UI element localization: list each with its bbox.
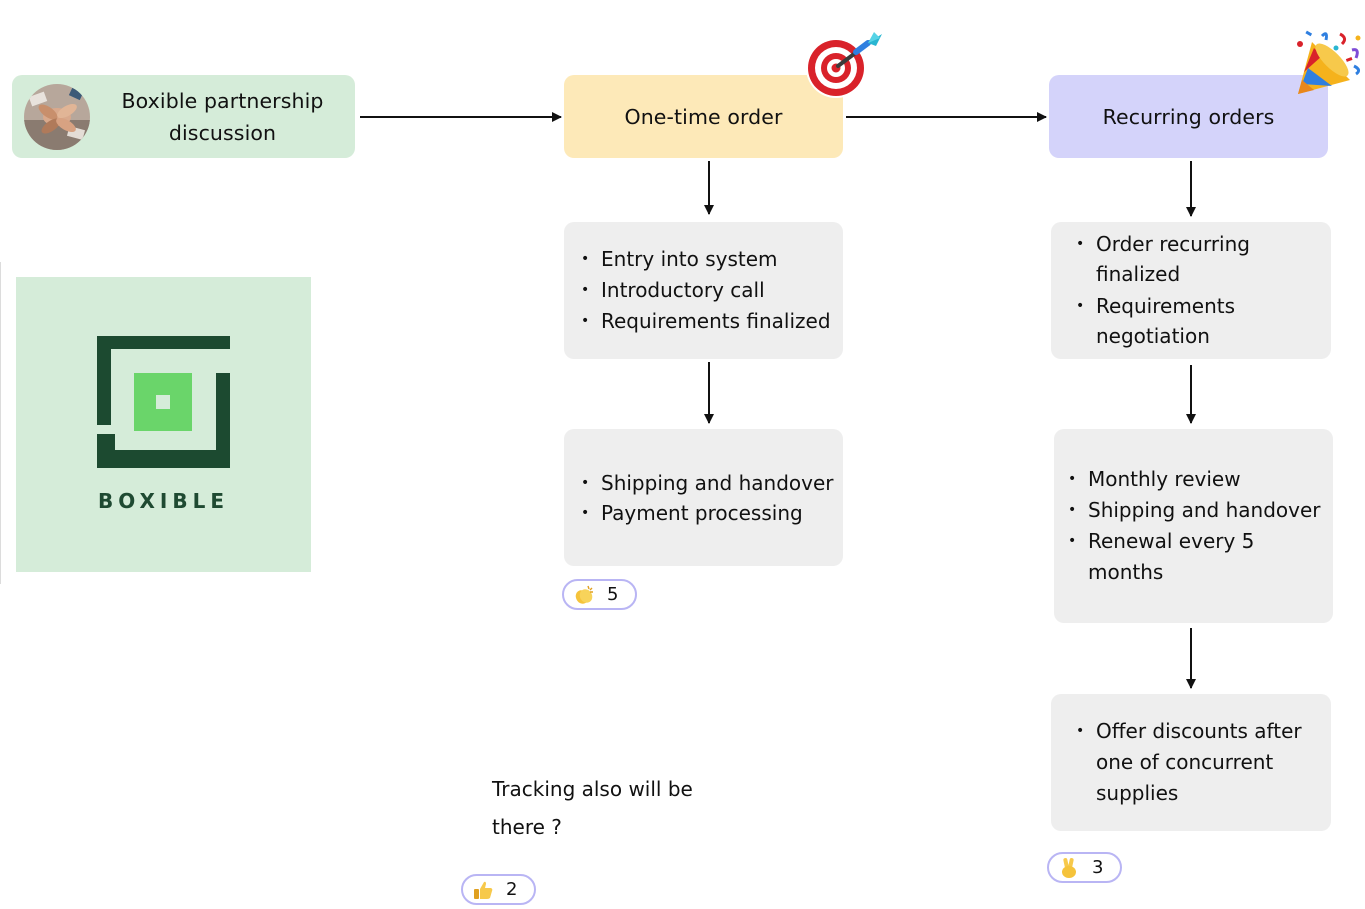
recurring-step-3-list: •Offer discounts after one of concurrent… [1076, 716, 1321, 809]
team-hands-avatar [24, 83, 90, 150]
victory-reaction[interactable]: 3 [1047, 852, 1122, 883]
victory-count: 3 [1092, 857, 1104, 878]
boxible-logo-mark [97, 336, 230, 468]
list-item: •Monthly review [1068, 467, 1241, 491]
boxible-logo: BOXIBLE [16, 277, 311, 572]
recurring-step-2[interactable]: •Monthly review •Shipping and handover •… [1054, 429, 1333, 623]
list-item: •Entry into system [581, 247, 778, 271]
thumbs-up-icon [472, 879, 494, 901]
list-item: •Shipping and handover [1068, 498, 1321, 522]
recurring-orders-label: Recurring orders [1102, 104, 1275, 129]
list-item: •Requirements negotiation [1076, 293, 1236, 348]
victory-hand-icon [1058, 857, 1080, 879]
boxible-wordmark: BOXIBLE [97, 489, 230, 513]
start-node[interactable]: Boxible partnership discussion [12, 75, 355, 158]
clap-count: 5 [607, 584, 619, 605]
clap-reaction[interactable]: 5 [562, 579, 637, 610]
list-item: •Renewal every 5 months [1068, 529, 1255, 584]
thumbs-up-count: 2 [506, 879, 518, 900]
target-dart-icon [802, 30, 884, 100]
one-time-step-1[interactable]: •Entry into system •Introductory call •R… [564, 222, 843, 359]
recurring-orders-node[interactable]: Recurring orders [1049, 75, 1328, 158]
thumbs-up-reaction[interactable]: 2 [461, 874, 536, 905]
list-item: •Payment processing [581, 500, 803, 525]
divider [0, 262, 1, 584]
start-node-label: Boxible partnership discussion [121, 88, 324, 145]
list-item: •Shipping and handover [581, 470, 834, 495]
recurring-step-1[interactable]: •Order recurring finalized •Requirements… [1051, 222, 1331, 359]
recurring-step-1-list: •Order recurring finalized •Requirements… [1076, 229, 1276, 353]
recurring-step-3[interactable]: •Offer discounts after one of concurrent… [1051, 694, 1331, 831]
one-time-step-1-list: •Entry into system •Introductory call •R… [581, 244, 843, 337]
tracking-note[interactable]: Tracking also will be there ? [492, 777, 693, 839]
recurring-step-2-list: •Monthly review •Shipping and handover •… [1068, 464, 1330, 588]
one-time-step-2[interactable]: •Shipping and handover •Payment processi… [564, 429, 843, 566]
list-item: •Introductory call [581, 278, 765, 302]
party-popper-icon [1292, 28, 1364, 98]
one-time-order-node[interactable]: One-time order [564, 75, 843, 158]
list-item: •Requirements finalized [581, 309, 831, 333]
list-item: •Order recurring finalized [1076, 231, 1250, 286]
clapping-hands-icon [573, 584, 595, 606]
list-item: •Offer discounts after one of concurrent… [1076, 719, 1302, 805]
one-time-step-2-list: •Shipping and handover •Payment processi… [581, 468, 843, 528]
one-time-order-label: One-time order [624, 104, 783, 129]
